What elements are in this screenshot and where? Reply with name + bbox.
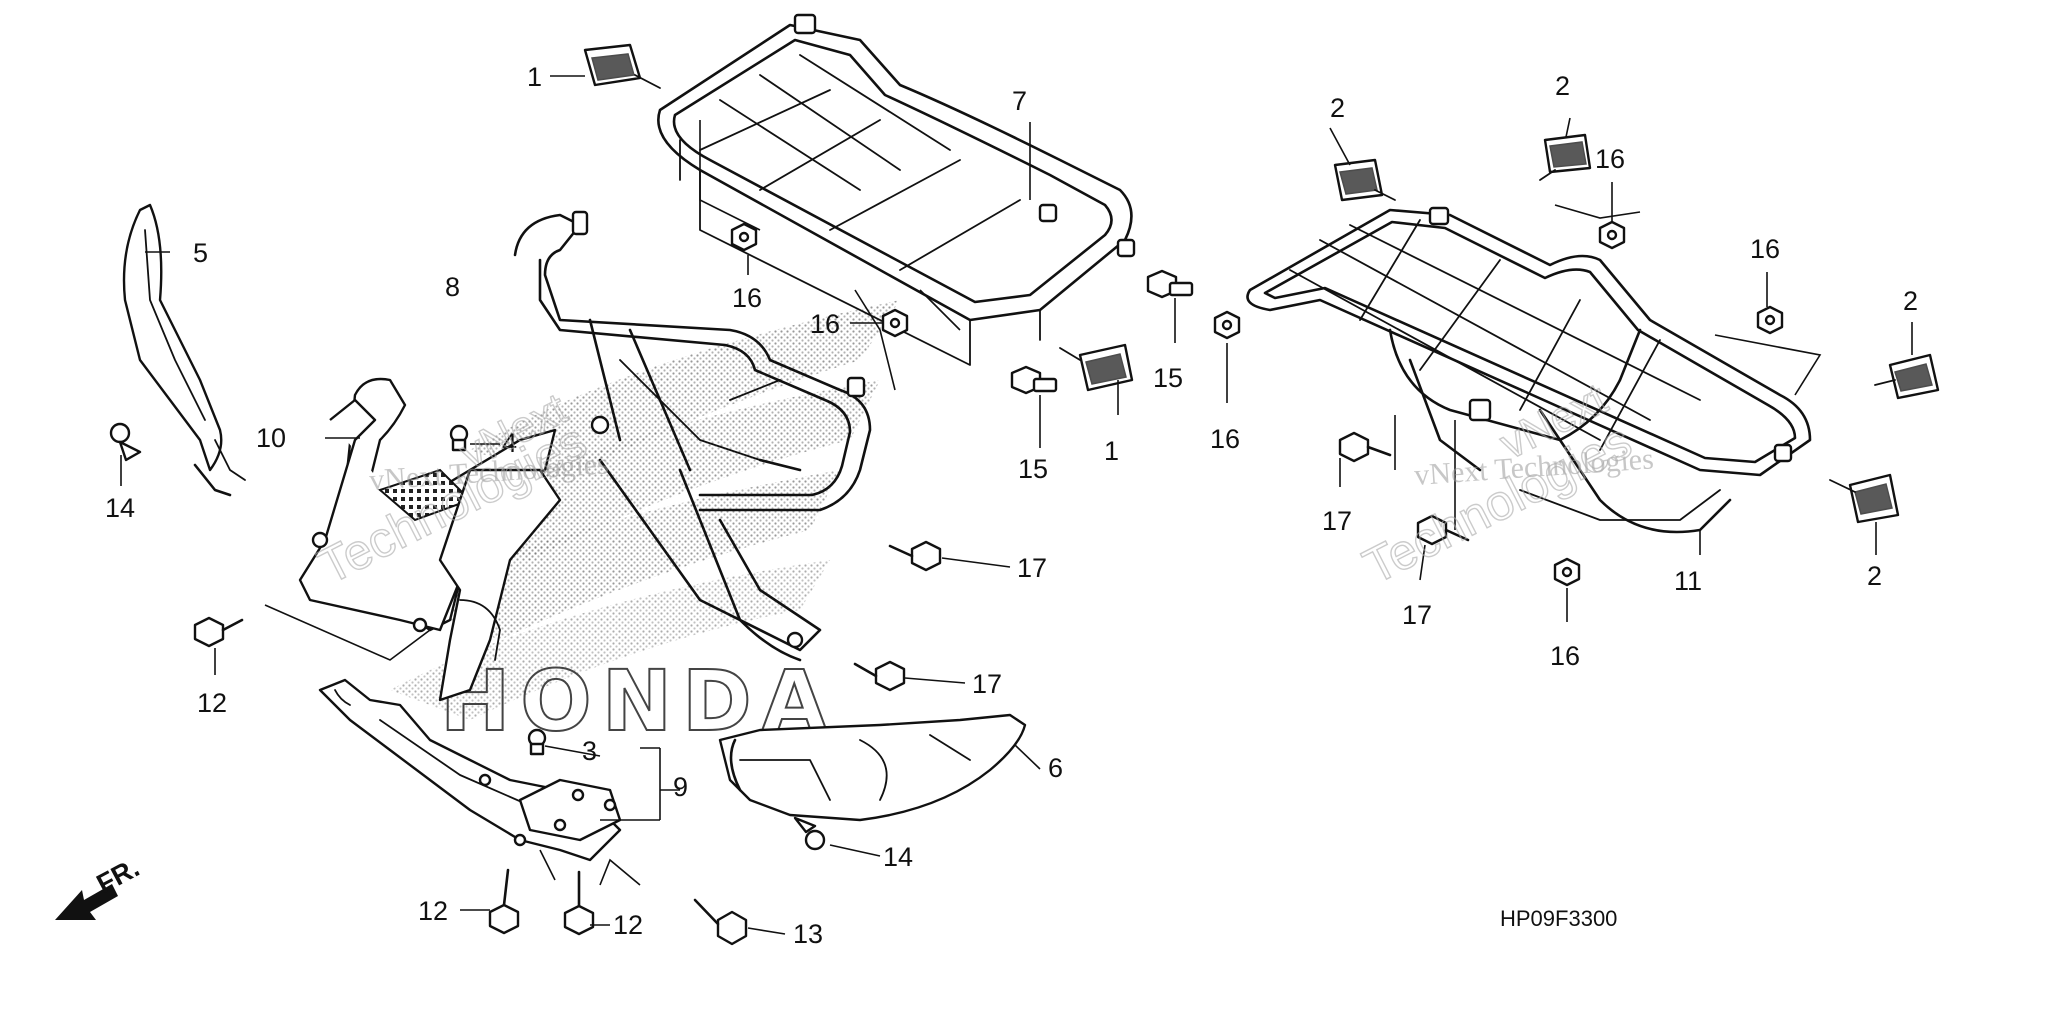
front-bumper-pipe xyxy=(513,210,872,662)
callout-3: 3 xyxy=(582,736,597,766)
callout-16: 16 xyxy=(1595,144,1625,174)
callout-5: 5 xyxy=(193,238,208,268)
callout-16: 16 xyxy=(810,309,840,339)
callout-2: 2 xyxy=(1867,561,1882,591)
callout-15: 15 xyxy=(1018,454,1048,484)
callout-1: 1 xyxy=(527,62,542,92)
callout-14: 14 xyxy=(105,493,135,523)
nut xyxy=(881,308,909,338)
callout-labels: 1 1 2 2 2 2 3 4 5 6 7 8 9 10 11 12 12 12… xyxy=(105,62,1918,949)
side-trim-left xyxy=(122,203,246,497)
nut xyxy=(1213,310,1241,340)
callout-8: 8 xyxy=(445,272,460,302)
front-direction-indicator: FR. xyxy=(55,852,144,920)
rubber-pad xyxy=(583,43,661,89)
nut xyxy=(1553,557,1581,587)
side-trim-right xyxy=(718,713,1027,822)
bolt xyxy=(1146,269,1194,299)
bolt xyxy=(1010,365,1058,395)
callout-6: 6 xyxy=(1048,753,1063,783)
nut xyxy=(1756,305,1784,335)
callout-9: 9 xyxy=(673,772,688,802)
rubber-pad xyxy=(1829,473,1900,524)
bolt xyxy=(693,898,748,946)
clip xyxy=(449,424,469,452)
callout-1: 1 xyxy=(1104,436,1119,466)
callout-16: 16 xyxy=(1750,234,1780,264)
bolt xyxy=(1338,431,1392,463)
diagram-code: HP09F3300 xyxy=(1500,906,1617,931)
bolt xyxy=(563,870,595,936)
bolt xyxy=(193,616,244,648)
callout-10: 10 xyxy=(256,423,286,453)
clip xyxy=(109,422,142,462)
callout-11: 11 xyxy=(1674,566,1702,596)
clip xyxy=(793,816,826,851)
callout-12: 12 xyxy=(613,910,643,940)
callout-12: 12 xyxy=(418,896,448,926)
callout-2: 2 xyxy=(1330,93,1345,123)
callout-17: 17 xyxy=(1322,506,1352,536)
callout-2: 2 xyxy=(1903,286,1918,316)
clip xyxy=(527,728,547,756)
callout-16: 16 xyxy=(732,283,762,313)
rubber-pad xyxy=(1333,158,1396,202)
callout-13: 13 xyxy=(793,919,823,949)
rubber-pad xyxy=(1059,343,1134,392)
callout-15: 15 xyxy=(1153,363,1183,393)
direction-arrow-icon xyxy=(55,884,118,920)
callout-12: 12 xyxy=(197,688,227,718)
rubber-pad xyxy=(1539,133,1592,181)
front-cover-grille xyxy=(298,377,562,702)
nut xyxy=(730,222,758,252)
bolt xyxy=(853,660,906,692)
bolt xyxy=(488,868,520,935)
callout-16: 16 xyxy=(1550,641,1580,671)
callout-4: 4 xyxy=(502,428,517,458)
callout-2: 2 xyxy=(1555,71,1570,101)
watermark-text: Technologies xyxy=(1355,412,1640,594)
nut xyxy=(1598,220,1626,250)
callout-7: 7 xyxy=(1012,86,1027,116)
leader-lines xyxy=(120,75,1913,935)
bolt xyxy=(888,540,942,572)
callout-17: 17 xyxy=(1402,600,1432,630)
rubber-pad xyxy=(1874,353,1940,400)
bolt xyxy=(1416,514,1470,546)
callout-14: 14 xyxy=(883,842,913,872)
rubber-pads xyxy=(583,43,1940,524)
front-carrier-right xyxy=(1246,206,1812,534)
callout-17: 17 xyxy=(1017,553,1047,583)
callout-17: 17 xyxy=(972,669,1002,699)
honda-wing-watermark: HONDA xyxy=(390,300,900,751)
fasteners xyxy=(109,220,1784,946)
callout-16: 16 xyxy=(1210,424,1240,454)
